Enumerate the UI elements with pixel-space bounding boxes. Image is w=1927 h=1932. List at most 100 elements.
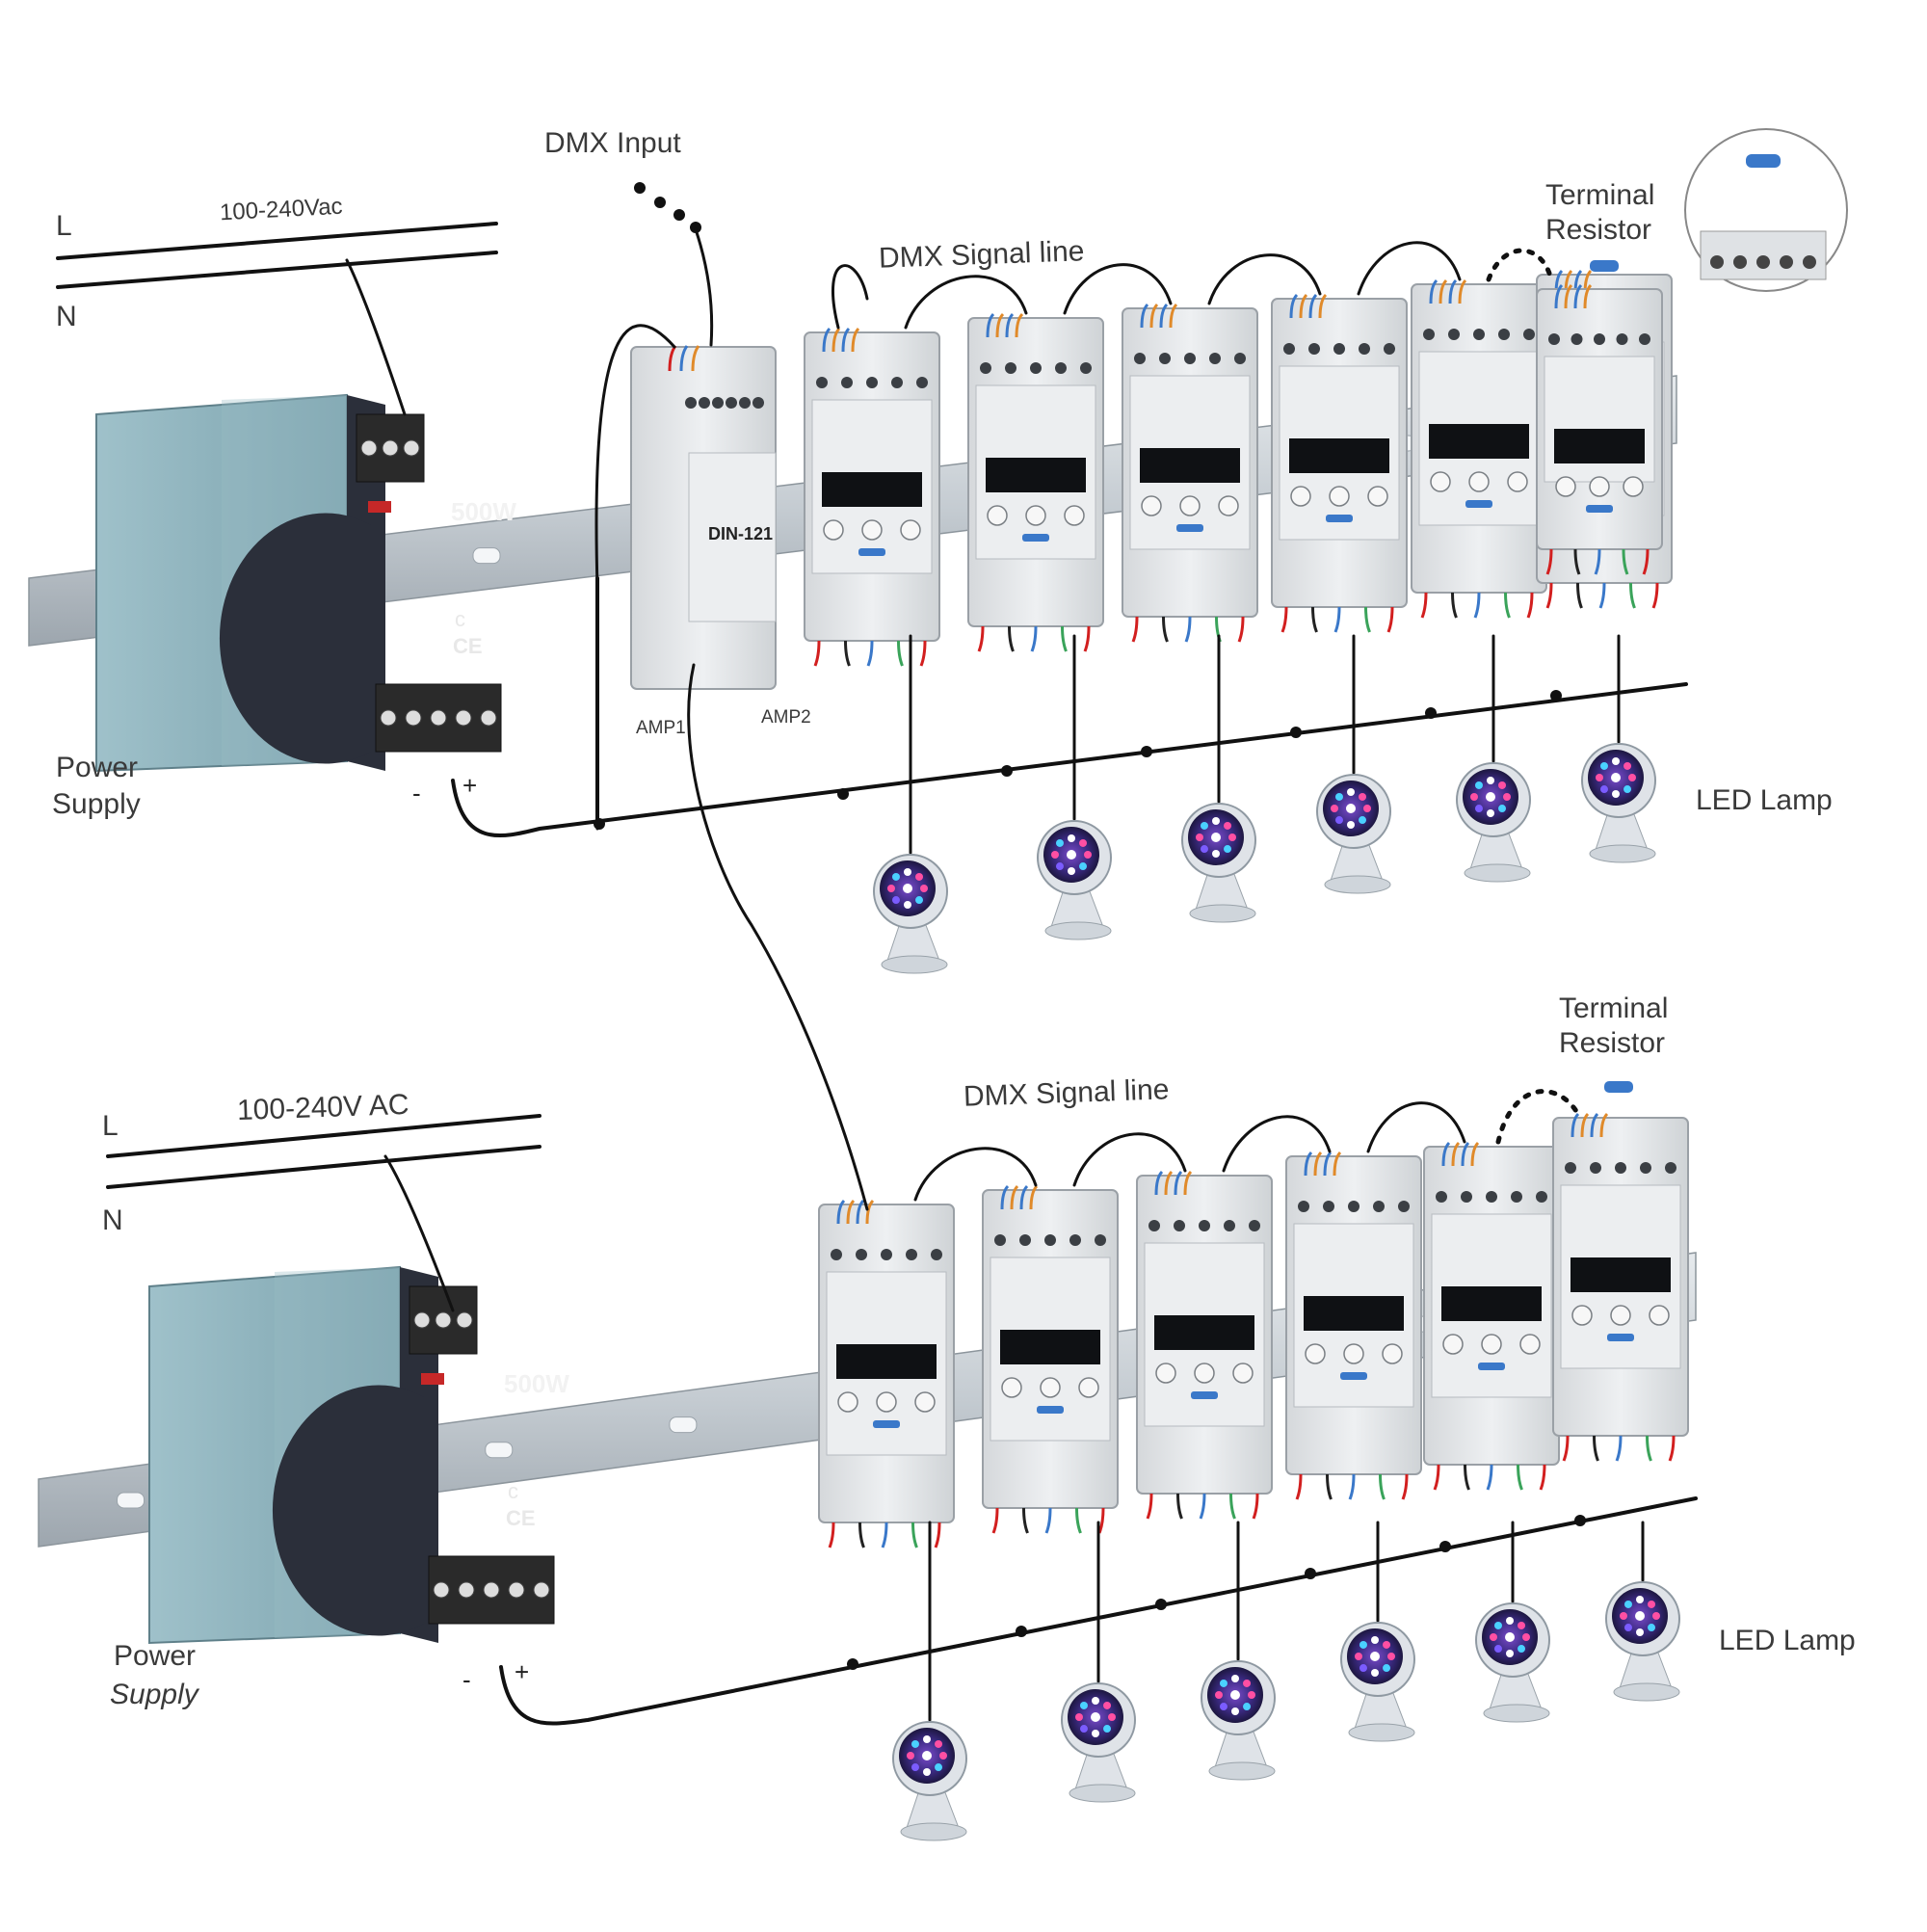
amp-screw [685, 397, 697, 409]
bottom-terminal-resistor [1604, 1081, 1633, 1093]
decoder-screw [1398, 1201, 1410, 1212]
decoder-top-wire [995, 312, 1005, 338]
decoder-screw [1333, 343, 1345, 355]
lamp-led [1487, 777, 1494, 784]
lamp-led [1219, 1679, 1227, 1687]
lamp-base [1483, 1704, 1550, 1723]
bottom-decoder-6 [1552, 1112, 1689, 1462]
lamp-led [891, 896, 900, 905]
top-terminal-resistor-line1: Terminal [1545, 179, 1655, 211]
decoder-screw [1571, 333, 1583, 345]
decoder-screw [1639, 333, 1650, 345]
lamp-led [1474, 781, 1483, 789]
lamp-led [1346, 804, 1356, 813]
lamp-led [1648, 1600, 1656, 1608]
decoder-bottom-wire [919, 640, 927, 667]
top-psu-plus: + [462, 771, 478, 800]
decoder-button [1064, 505, 1085, 526]
decoder-screw [1423, 329, 1435, 340]
decoder-top-wire [1461, 1141, 1470, 1167]
terminal-screw [403, 439, 420, 457]
decoder-screw [1323, 1201, 1334, 1212]
lamp-led [1334, 816, 1343, 825]
ce-mark: CE [506, 1506, 536, 1530]
decoder-screw [856, 1249, 867, 1260]
decoder-top-wire [1019, 1184, 1029, 1210]
decoder-screw [1069, 1234, 1081, 1246]
decoder-bottom-wire [1184, 616, 1192, 643]
led-lamps [873, 743, 1680, 1841]
decoder-bottom-wire [813, 640, 821, 667]
lamp-led [904, 901, 911, 909]
lamp-led [1487, 809, 1494, 817]
terminal-screw [1756, 255, 1770, 269]
lamp-base [1348, 1723, 1415, 1742]
decoder-button [1141, 495, 1162, 516]
decoder-top-wire [1590, 1112, 1599, 1138]
lamp-base [1189, 904, 1256, 923]
lamp-led [1079, 1701, 1088, 1709]
decoder-bottom-wire [1622, 548, 1629, 575]
decoder-blue-tag [1465, 500, 1492, 508]
top-led-lamp-2 [1037, 820, 1112, 940]
lamp-led [1493, 1645, 1502, 1654]
top-power-bus [451, 682, 1688, 837]
wire-junction [594, 818, 605, 830]
decoder-button [1571, 1305, 1593, 1326]
top-amp2-label: AMP2 [761, 707, 811, 728]
terminal-screw [433, 1581, 450, 1599]
decoder-bottom-wire [1295, 1473, 1303, 1500]
amp-face [688, 452, 777, 622]
lamp-led [1371, 1669, 1379, 1677]
decoder-top-wire [1308, 293, 1318, 319]
decoder-button [1507, 471, 1528, 492]
top-dmx-signal-wire [832, 264, 869, 330]
decoder-display [1554, 429, 1645, 463]
top-mains-l-wire [56, 222, 498, 260]
decoder-screw [816, 377, 828, 388]
decoder-display [1289, 438, 1389, 473]
terminal-screw [456, 1311, 473, 1329]
lamp-led [1103, 1701, 1112, 1709]
decoder-button [837, 1391, 858, 1413]
decoder-bottom-wire [1433, 1464, 1440, 1491]
lamp-led [1620, 1612, 1627, 1620]
decoder-bottom-wire [1131, 616, 1139, 643]
terminal-resistor-icon [1746, 154, 1781, 168]
decoder-blue-tag [1037, 1406, 1064, 1414]
decoder-button [1232, 1363, 1254, 1384]
decoder-screw [1461, 1191, 1472, 1203]
lamp-led [1248, 1691, 1255, 1699]
lamp-base [1069, 1784, 1136, 1803]
decoder-top-wire [1299, 293, 1308, 319]
lamp-base [1613, 1682, 1680, 1702]
decoder-top-wire [1439, 278, 1448, 304]
bottom-led-lamp-label: LED Lamp [1719, 1625, 1856, 1656]
lamp-led [1231, 1675, 1239, 1682]
decoder-screw [980, 362, 991, 374]
lamp-base [1208, 1761, 1276, 1781]
lamp-led [1355, 1653, 1362, 1660]
decoder-top-wire [841, 327, 851, 353]
bottom-decoder-4 [1285, 1151, 1422, 1500]
top-terminal-resistor [1590, 260, 1619, 272]
lamp-led [1599, 785, 1608, 794]
decoder-screw [1134, 353, 1146, 364]
decoder-top-wire [1323, 1151, 1333, 1177]
decoder-bottom-wire [1615, 1435, 1623, 1462]
lamp-led [922, 1751, 932, 1760]
decoder-bottom-wire [866, 640, 874, 667]
decoder-top-wire [1000, 1184, 1010, 1210]
wire-junction [1001, 765, 1013, 777]
terminal-screw [413, 1311, 431, 1329]
lamp-base [900, 1822, 967, 1841]
decoder-top-wire [846, 1199, 856, 1225]
bottom-led-lamp-4 [1340, 1622, 1415, 1742]
decoder-screw [1448, 329, 1460, 340]
psu-rating-text: 500W [504, 1369, 569, 1398]
terminal-screw [405, 709, 422, 727]
decoder-display [1140, 448, 1240, 483]
decoder-bottom-wire [1593, 1435, 1599, 1462]
